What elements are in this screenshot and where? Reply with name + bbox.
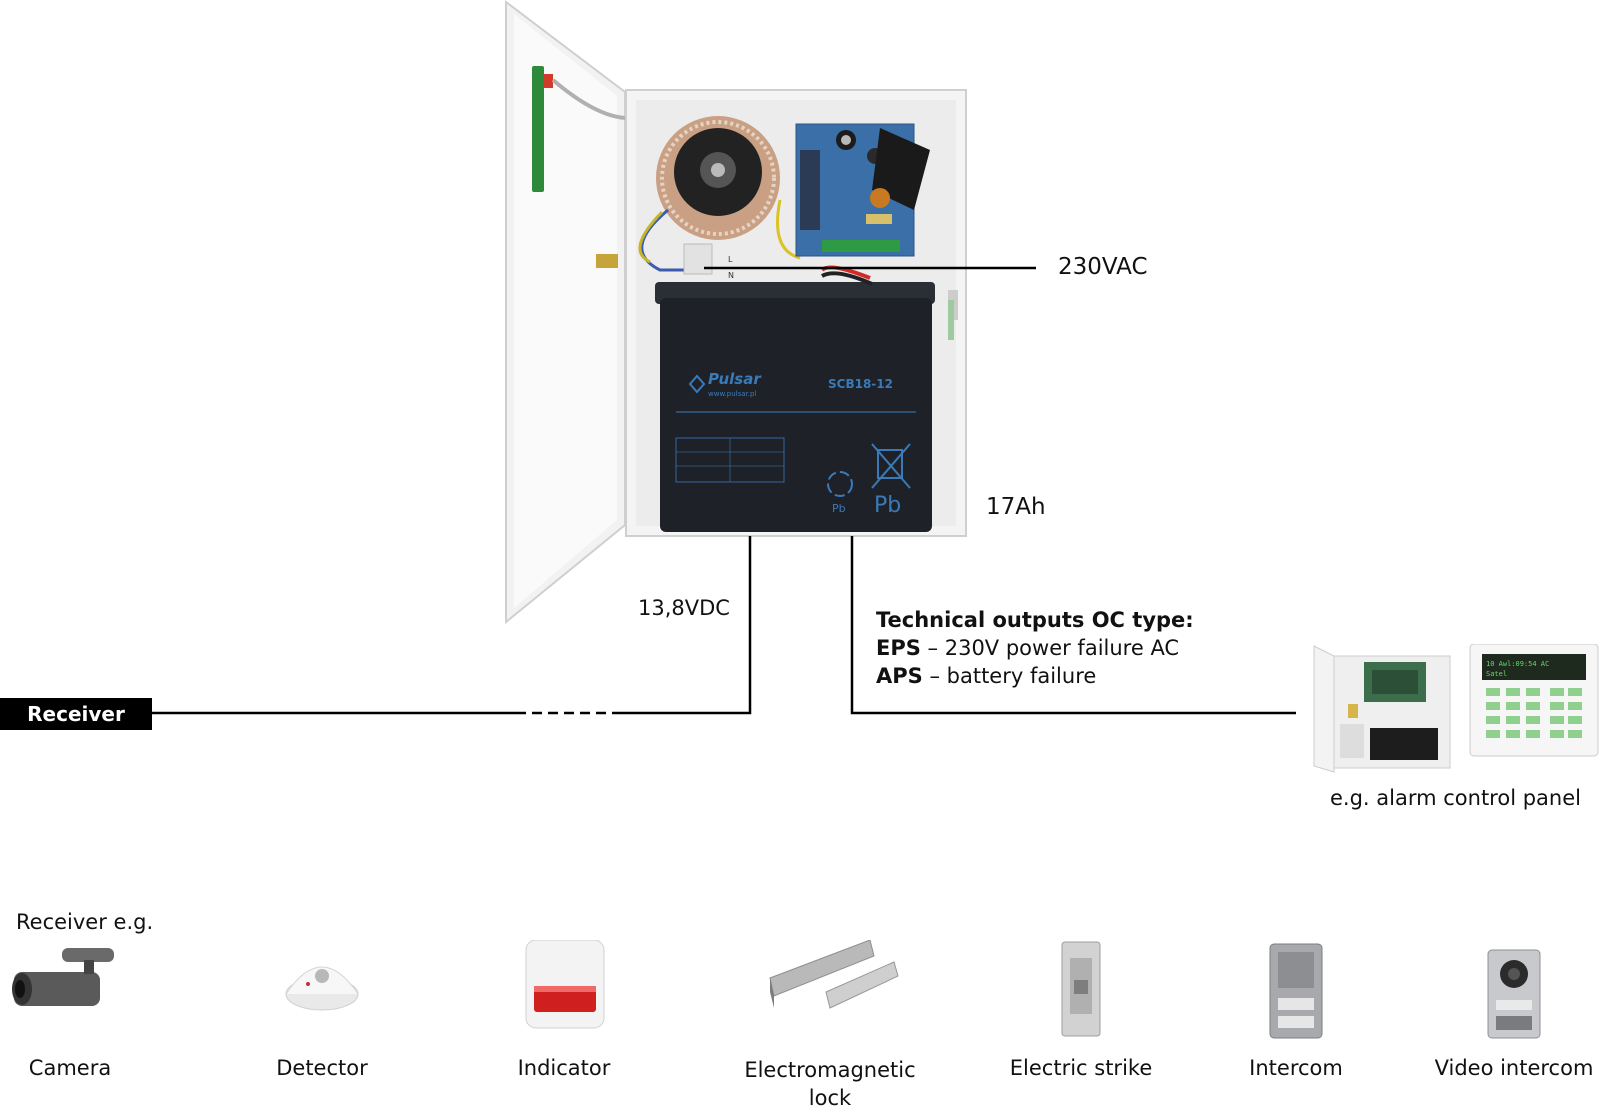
battery-brand: Pulsar	[708, 370, 762, 388]
dc-output-label: 13,8VDC	[638, 596, 730, 620]
dc-output-wire	[622, 536, 752, 715]
technical-outputs-wire	[850, 536, 1296, 715]
device-label-camera: Camera	[28, 1056, 112, 1080]
aps-text: – battery failure	[922, 664, 1097, 688]
electromagnetic-lock-icon	[769, 940, 899, 1009]
recycle-icon: Pb	[827, 471, 853, 515]
technical-outputs-title: Technical outputs OC type:	[876, 608, 1194, 632]
crossed-bin-icon: Pb	[871, 443, 911, 518]
battery: Pulsar www.pulsar.pl SCB18-12 Pb Pb	[655, 265, 935, 532]
video-intercom-icon	[1487, 949, 1541, 1039]
technical-outputs-block: Technical outputs OC type: EPS – 230V po…	[876, 606, 1194, 690]
eps-key: EPS	[876, 636, 921, 660]
pulsar-logo: Pulsar www.pulsar.pl	[688, 370, 762, 398]
battery-model: SCB18-12	[828, 377, 893, 391]
eps-text: – 230V power failure AC	[920, 636, 1180, 660]
power-supply-pcb	[795, 123, 930, 257]
battery-capacity-label: 17Ah	[986, 494, 1046, 520]
svg-text:10 Awl:09:54 AC: 10 Awl:09:54 AC	[1486, 660, 1549, 668]
toroidal-transformer	[656, 116, 780, 240]
aps-key: APS	[876, 664, 923, 688]
intercom-icon	[1269, 943, 1323, 1039]
receiver-tag: Receiver	[0, 698, 152, 730]
battery-chem: Pb	[874, 493, 901, 518]
alarm-panel-label: e.g. alarm control panel	[1330, 786, 1581, 810]
keypad-icon: 10 Awl:09:54 AC Satel	[1469, 644, 1599, 757]
receiver-examples-heading: Receiver e.g.	[16, 910, 154, 934]
device-label-indicator: Indicator	[517, 1056, 611, 1080]
svg-text:Satel: Satel	[1486, 670, 1507, 678]
alarm-panel-enclosure-icon	[1313, 645, 1451, 773]
receiver-devices-row	[12, 940, 1541, 1039]
alarm-control-panel: 10 Awl:09:54 AC Satel	[1313, 644, 1599, 773]
electric-strike-icon	[1061, 941, 1101, 1037]
battery-chem-small: Pb	[832, 502, 846, 515]
device-label-video-intercom: Video intercom	[1434, 1056, 1594, 1080]
svg-text:L: L	[728, 255, 733, 264]
camera-icon	[12, 948, 114, 1006]
mains-voltage-label: 230VAC	[1058, 254, 1148, 280]
svg-text:N: N	[728, 271, 734, 280]
device-label-intercom: Intercom	[1249, 1056, 1343, 1080]
device-label-electric-strike: Electric strike	[1009, 1056, 1153, 1080]
detector-icon	[285, 966, 359, 1011]
battery-site: www.pulsar.pl	[708, 390, 756, 398]
enclosure-door	[505, 0, 633, 625]
device-label-electromagnetic-lock: Electromagnetic lock	[744, 1058, 916, 1110]
indicator-icon	[525, 940, 605, 1029]
device-label-detector: Detector	[276, 1056, 368, 1080]
